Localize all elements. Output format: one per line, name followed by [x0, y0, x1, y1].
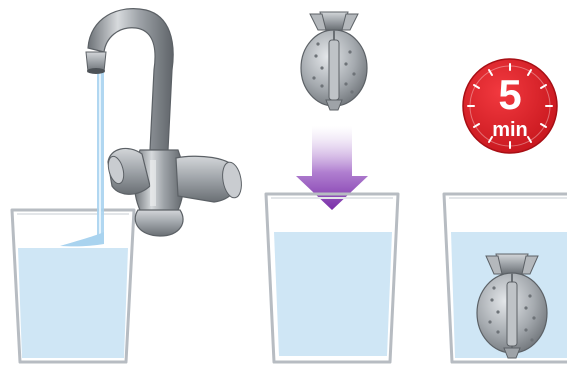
glass-2-water — [274, 232, 392, 356]
tea-infuser-icon — [301, 12, 367, 110]
water-stream — [60, 70, 104, 246]
timer-number: 5 — [482, 74, 538, 116]
glass-1 — [12, 210, 134, 362]
timer-unit: min — [482, 120, 538, 140]
glass-2 — [266, 194, 398, 362]
glass-1-water — [18, 248, 128, 358]
faucet-icon — [86, 9, 244, 236]
